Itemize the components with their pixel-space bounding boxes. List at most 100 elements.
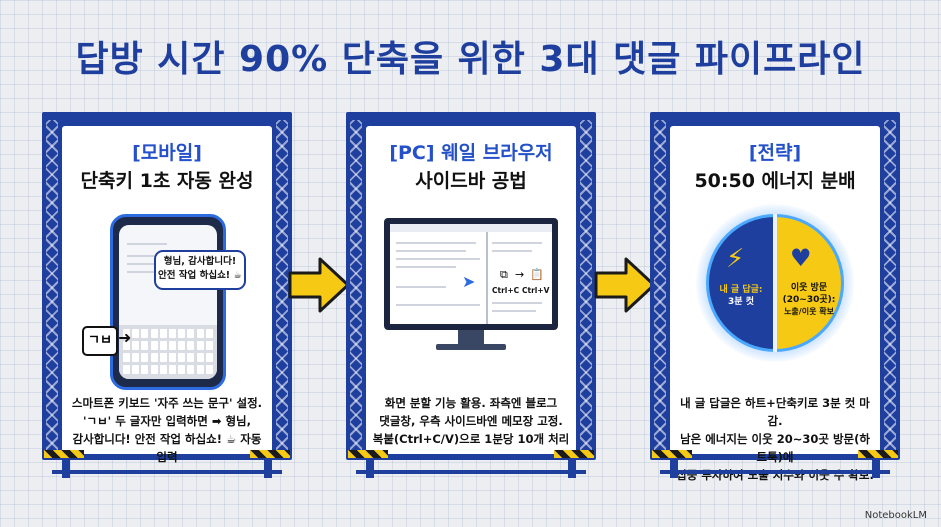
left-label-1: 내 글 답글: (719, 285, 763, 295)
keyboard-key (141, 329, 149, 338)
right-label-2: (20~30곳): (782, 295, 836, 305)
hazard-stripe (44, 450, 84, 458)
scaffold-post (884, 120, 896, 450)
panel-pc: [PC] 웨일 브라우저 사이드바 공법 ⧉ → 📋 Ctrl+C Ctrl+V (346, 112, 596, 480)
keyboard-key (205, 341, 213, 350)
bubble-line-2: 안전 작업 하십쇼! ☕ (158, 270, 242, 281)
keyboard-key (178, 353, 186, 362)
panel-description: 스마트폰 키보드 '자주 쓰는 문구' 설정. 'ㄱㅂ' 두 글자만 입력하면 … (68, 394, 266, 466)
desc-line: 화면 분할 기능 활용. 좌측엔 블로그 (384, 396, 558, 410)
keyboard-key (196, 341, 204, 350)
panel-description: 화면 분할 기능 활용. 좌측엔 블로그 댓글창, 우측 사이드바엔 메모장 고… (372, 394, 570, 448)
scaffold-leg (264, 460, 272, 478)
scaffold-base (52, 470, 282, 474)
keyboard-key (169, 353, 176, 362)
panel-strategy: [전략] 50:50 에너지 분배 ⚡ ♥ 내 글 답글: 3분 컷 이웃 방문… (650, 112, 900, 482)
monitor-stand (458, 330, 484, 346)
keyboard-key (132, 353, 140, 362)
scaffold-leg (872, 460, 880, 478)
panel-card: [모바일] 단축키 1초 자동 완성 형님, 감사합니다! 안전 작업 하십쇼!… (62, 126, 272, 464)
scaffold-post (654, 120, 666, 450)
right-label-1: 이웃 방문 (790, 283, 828, 293)
monitor-base (436, 344, 506, 350)
keyboard-key (196, 353, 204, 362)
panel-heading: 사이드바 공법 (415, 170, 527, 192)
keyboard-key (159, 365, 167, 374)
copy-icon: ⧉ (500, 268, 508, 281)
hazard-stripe (348, 450, 388, 458)
keyboard-key (205, 353, 213, 362)
arrow-right-icon: → (515, 268, 525, 281)
keyboard-key (187, 341, 195, 350)
panel-card: [PC] 웨일 브라우저 사이드바 공법 ⧉ → 📋 Ctrl+C Ctrl+V (366, 126, 576, 454)
cursor-icon: ➤ (462, 272, 476, 291)
desc-line: 'ㄱㅂ' 두 글자만 입력하면 ➡ 형님, (82, 414, 252, 428)
hazard-stripe (554, 450, 594, 458)
arrow-right-icon (594, 257, 656, 313)
scaffold-leg (62, 460, 70, 478)
hazard-stripe (652, 450, 692, 458)
scaffold-post (350, 120, 362, 450)
panel-heading: 단축키 1초 자동 완성 (80, 170, 254, 192)
shortcut-key: ㄱㅂ (82, 326, 118, 356)
footer-brand: NotebookLM (864, 510, 927, 521)
keyboard-key (123, 365, 130, 374)
paste-label: Ctrl+V (522, 286, 550, 295)
arrow-right-icon: ➜ (118, 328, 132, 347)
panel-tag: [전략] (748, 142, 802, 164)
heart-chart-icon: ♥ (790, 244, 812, 272)
keyboard-key (141, 341, 149, 350)
desc-line: 감사합니다! 안전 작업 하십쇼! ☕ 자동 입력 (72, 432, 262, 464)
keyboard-key (178, 365, 186, 374)
keyboard-key (205, 365, 213, 374)
scaffold-leg (568, 460, 576, 478)
keyboard-key (187, 365, 195, 374)
scaffold-post (46, 120, 58, 450)
arrow-right-icon (288, 257, 350, 313)
keyboard-key (141, 365, 149, 374)
keyboard-key (178, 341, 186, 350)
keyboard-key (132, 341, 140, 350)
paste-icon: 📋 (530, 268, 544, 281)
desc-line: 내 글 답글은 하트+단축키로 3분 컷 마감. (680, 396, 870, 428)
keyboard-key (196, 365, 204, 374)
keyboard-key (178, 329, 186, 338)
monitor-illustration: ⧉ → 📋 Ctrl+C Ctrl+V ➤ (384, 218, 558, 370)
keyboard-key (150, 365, 158, 374)
keyboard-key (205, 329, 213, 338)
scaffold-post (276, 120, 288, 450)
left-label-2: 3분 컷 (728, 297, 754, 307)
desc-line: 남은 에너지는 이웃 20~30곳 방문(하트툭)에 (680, 432, 870, 464)
desc-line: 집중 투자하여 노출 지수와 이웃 수 확보. (676, 468, 874, 482)
panel-tag: [PC] 웨일 브라우저 (389, 142, 553, 164)
keyboard-key (132, 329, 140, 338)
scaffold-base (660, 470, 890, 474)
panel-tag: [모바일] (132, 142, 202, 164)
panel-mobile: [모바일] 단축키 1초 자동 완성 형님, 감사합니다! 안전 작업 하십쇼!… (42, 112, 292, 480)
desc-line: 복붙(Ctrl+C/V)으로 1분당 10개 처리 (372, 432, 570, 446)
keyboard-key (169, 341, 176, 350)
keyboard-key (159, 353, 167, 362)
keyboard-key (187, 329, 195, 338)
keyboard-key (187, 353, 195, 362)
right-label-3: 노출/이웃 확보 (784, 307, 834, 316)
energy-split-circle: ⚡ ♥ 내 글 답글: 3분 컷 이웃 방문 (20~30곳): 노출/이웃 확… (696, 204, 854, 362)
smartphone-illustration (110, 214, 226, 390)
keyboard-key (123, 341, 130, 350)
panel-heading: 50:50 에너지 분배 (694, 170, 856, 192)
desc-line: 스마트폰 키보드 '자주 쓰는 문구' 설정. (71, 396, 263, 410)
panel-card: [전략] 50:50 에너지 분배 ⚡ ♥ 내 글 답글: 3분 컷 이웃 방문… (670, 126, 880, 482)
keyboard-key (169, 329, 176, 338)
monitor-screen: ⧉ → 📋 Ctrl+C Ctrl+V ➤ (384, 218, 558, 330)
keyboard-key (159, 329, 167, 338)
desc-line: 댓글창, 우측 사이드바엔 메모장 고정. (379, 414, 563, 428)
page-title: 답방 시간 90% 단축을 위한 3대 댓글 파이프라인 (75, 39, 866, 80)
keyboard-key (196, 329, 204, 338)
keyboard-key (141, 353, 149, 362)
hazard-stripe (858, 450, 898, 458)
keyboard (119, 325, 217, 379)
keyboard-key (150, 353, 158, 362)
keyboard-key (132, 365, 140, 374)
scaffold-leg (670, 460, 678, 478)
scaffold-post (580, 120, 592, 450)
